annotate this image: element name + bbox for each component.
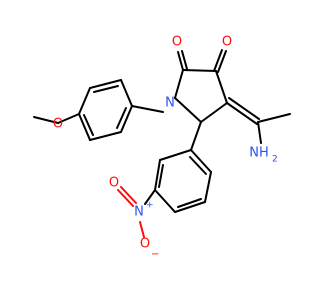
bond-c2-o-a [177, 51, 184, 71]
bond-n-o-top-a [117, 189, 134, 207]
bond-c5-ipso [190, 121, 202, 151]
nitro-nitrogen-label: N [134, 205, 144, 220]
bond-c3-o-a [213, 49, 223, 72]
nitrophenyl-ring [144, 121, 212, 213]
nitro-oxygen-bottom-label: O [140, 237, 150, 252]
bond-ar1-dbl-3 [116, 107, 127, 129]
pyrrolidinone-ring [174, 69, 228, 123]
nitro-oxygen-top-label: O [109, 176, 119, 191]
bond-c4-exo-a [226, 102, 258, 125]
bond-ar2-2 [154, 159, 161, 191]
bond-ar-nitro [144, 189, 156, 205]
nitro-nitrogen-charge: + [146, 201, 154, 211]
bond-ar1-5 [89, 131, 122, 141]
bond-n-o-top-b [120, 186, 137, 204]
bond-c2-o-b [181, 50, 188, 70]
bond-c3-o-b [217, 50, 227, 73]
nitro-group-bonds [117, 186, 145, 238]
nitro-oxygen-charge: − [151, 249, 159, 260]
ring-nitrogen-label: N [165, 96, 175, 111]
bond-ar1-dbl-1 [93, 85, 119, 93]
bond-c5-n [174, 97, 202, 123]
bond-c-nh2 [257, 121, 262, 144]
molecule-structure: O N O O NH 2 N + O O − [33, 35, 291, 261]
bond-c4-c5 [200, 102, 228, 123]
bond-o-methyl [33, 116, 59, 124]
carbonyl-oxygen-2-label: O [222, 35, 232, 50]
bond-ar2-dbl-2 [177, 198, 202, 208]
bond-c4-exo-b [228, 97, 260, 120]
methoxyphenyl-ring [33, 79, 164, 141]
carbonyl-groups [177, 49, 227, 73]
bond-ar1-3 [78, 87, 91, 115]
amine-subscript-2: 2 [272, 155, 278, 165]
enamine-group [226, 97, 291, 144]
bond-ar1-dbl-2 [83, 114, 94, 136]
bond-ar2-5 [204, 171, 212, 203]
carbonyl-oxygen-1-label: O [172, 35, 182, 50]
bond-ar2-dbl-3 [189, 156, 207, 175]
bond-n-c2 [174, 69, 184, 99]
bond-n-ipso [131, 105, 164, 113]
bond-ar2-1 [159, 149, 192, 161]
bond-ar2-3 [154, 189, 176, 213]
bond-methyl [257, 113, 291, 123]
atom-labels: O N O O NH 2 N + O O − [53, 35, 278, 261]
bond-ar1-1 [120, 79, 133, 107]
bond-n-o-bottom [139, 221, 145, 238]
bond-c3-c4 [215, 70, 228, 104]
methoxy-oxygen-label: O [53, 117, 63, 132]
bond-ar2-dbl-1 [158, 164, 164, 188]
bond-ar1-2 [89, 79, 122, 89]
bond-ar-o [57, 113, 80, 124]
bond-ar1-6 [120, 105, 133, 133]
bond-ar2-6 [190, 149, 212, 173]
amine-label: NH [249, 146, 269, 161]
bond-c2-c3 [182, 69, 217, 72]
bond-ar1-4 [78, 113, 91, 141]
bond-ar2-4 [174, 201, 206, 213]
